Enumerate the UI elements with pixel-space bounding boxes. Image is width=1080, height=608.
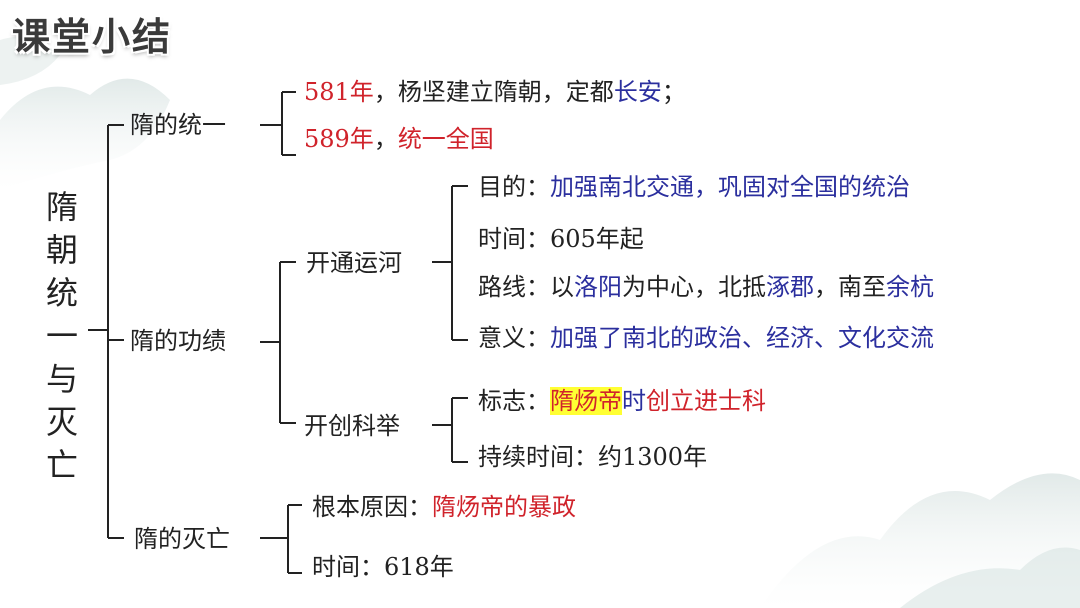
exam-duration: 持续时间：约1300年 — [478, 443, 708, 471]
branch-fall-label: 隋的灭亡 — [134, 525, 230, 553]
canal-time: 时间：605年起 — [478, 225, 644, 253]
branch-merits-label: 隋的功绩 — [130, 327, 226, 355]
unify-line-1: 581年，杨坚建立隋朝，定都长安； — [304, 78, 686, 106]
fall-time: 时间：618年 — [312, 553, 454, 581]
root-label: 隋 朝 统 一 与 灭 亡 — [45, 188, 78, 484]
unify-line-2: 589年，统一全国 — [304, 125, 494, 153]
canal-meaning: 意义：加强了南北的政治、经济、文化交流 — [478, 324, 934, 352]
canal-label: 开通运河 — [306, 249, 402, 277]
branch-unify-label: 隋的统一 — [130, 111, 226, 139]
exam-sign: 标志：隋炀帝时创立进士科 — [478, 387, 766, 415]
page-title: 课堂小结 — [12, 15, 173, 59]
fall-cause: 根本原因：隋炀帝的暴政 — [312, 493, 576, 521]
canal-route: 路线：以洛阳为中心，北抵涿郡，南至余杭 — [478, 273, 934, 301]
canal-purpose: 目的：加强南北交通，巩固对全国的统治 — [478, 173, 910, 201]
exam-label: 开创科举 — [304, 412, 400, 440]
